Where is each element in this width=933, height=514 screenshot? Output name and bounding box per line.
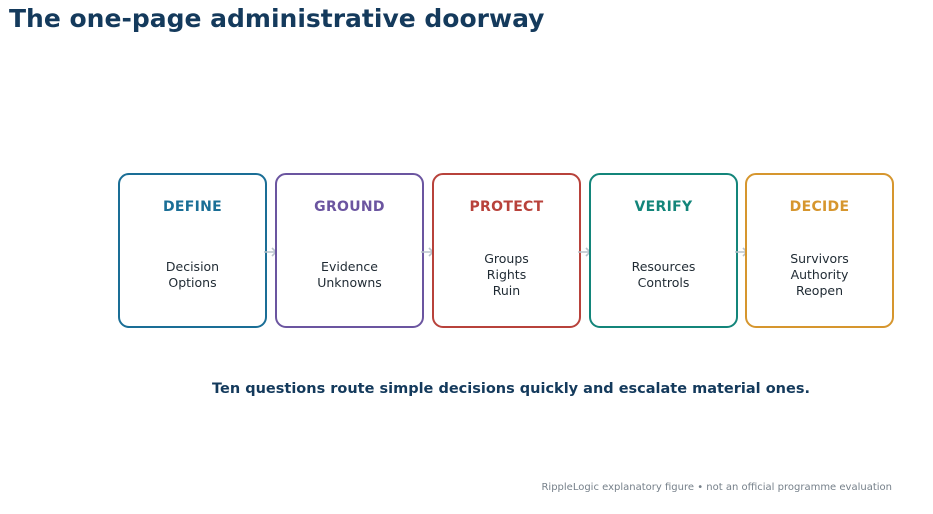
- stage-item: Groups: [484, 250, 529, 266]
- page-title: The one-page administrative doorway: [9, 4, 545, 33]
- stage-items: Decision Options: [120, 223, 265, 326]
- stage-items: Evidence Unknowns: [277, 223, 422, 326]
- stage-item: Decision: [165, 258, 220, 274]
- stage-card-protect: PROTECT Groups Rights Ruin: [432, 173, 581, 328]
- stage-item: Controls: [637, 274, 690, 290]
- stage-card-decide: DECIDE Survivors Authority Reopen: [745, 173, 894, 328]
- stage-item: Resources: [631, 258, 696, 274]
- stage-label: DECIDE: [789, 199, 850, 215]
- stage-item: Ruin: [492, 282, 521, 298]
- stage-item: Unknowns: [317, 274, 382, 290]
- stage-items: Groups Rights Ruin: [434, 223, 579, 326]
- stage-item: Options: [168, 274, 217, 290]
- stage-item: Survivors: [790, 250, 849, 266]
- stage-item: Rights: [486, 266, 527, 282]
- stage-items: Resources Controls: [591, 223, 736, 326]
- footer-note: RippleLogic explanatory figure • not an …: [541, 482, 892, 493]
- stage-label: VERIFY: [634, 199, 693, 215]
- stage-label: GROUND: [314, 199, 385, 215]
- summary-tagline: Ten questions route simple decisions qui…: [212, 381, 810, 397]
- stage-item: Reopen: [795, 282, 843, 298]
- stage-card-define: DEFINE Decision Options: [118, 173, 267, 328]
- stage-item: Evidence: [321, 258, 378, 274]
- stage-item: Authority: [790, 266, 849, 282]
- stage-card-verify: VERIFY Resources Controls: [589, 173, 738, 328]
- stage-label: DEFINE: [162, 199, 223, 215]
- stage-items: Survivors Authority Reopen: [747, 223, 892, 326]
- stage-label: PROTECT: [469, 199, 544, 215]
- stage-card-ground: GROUND Evidence Unknowns: [275, 173, 424, 328]
